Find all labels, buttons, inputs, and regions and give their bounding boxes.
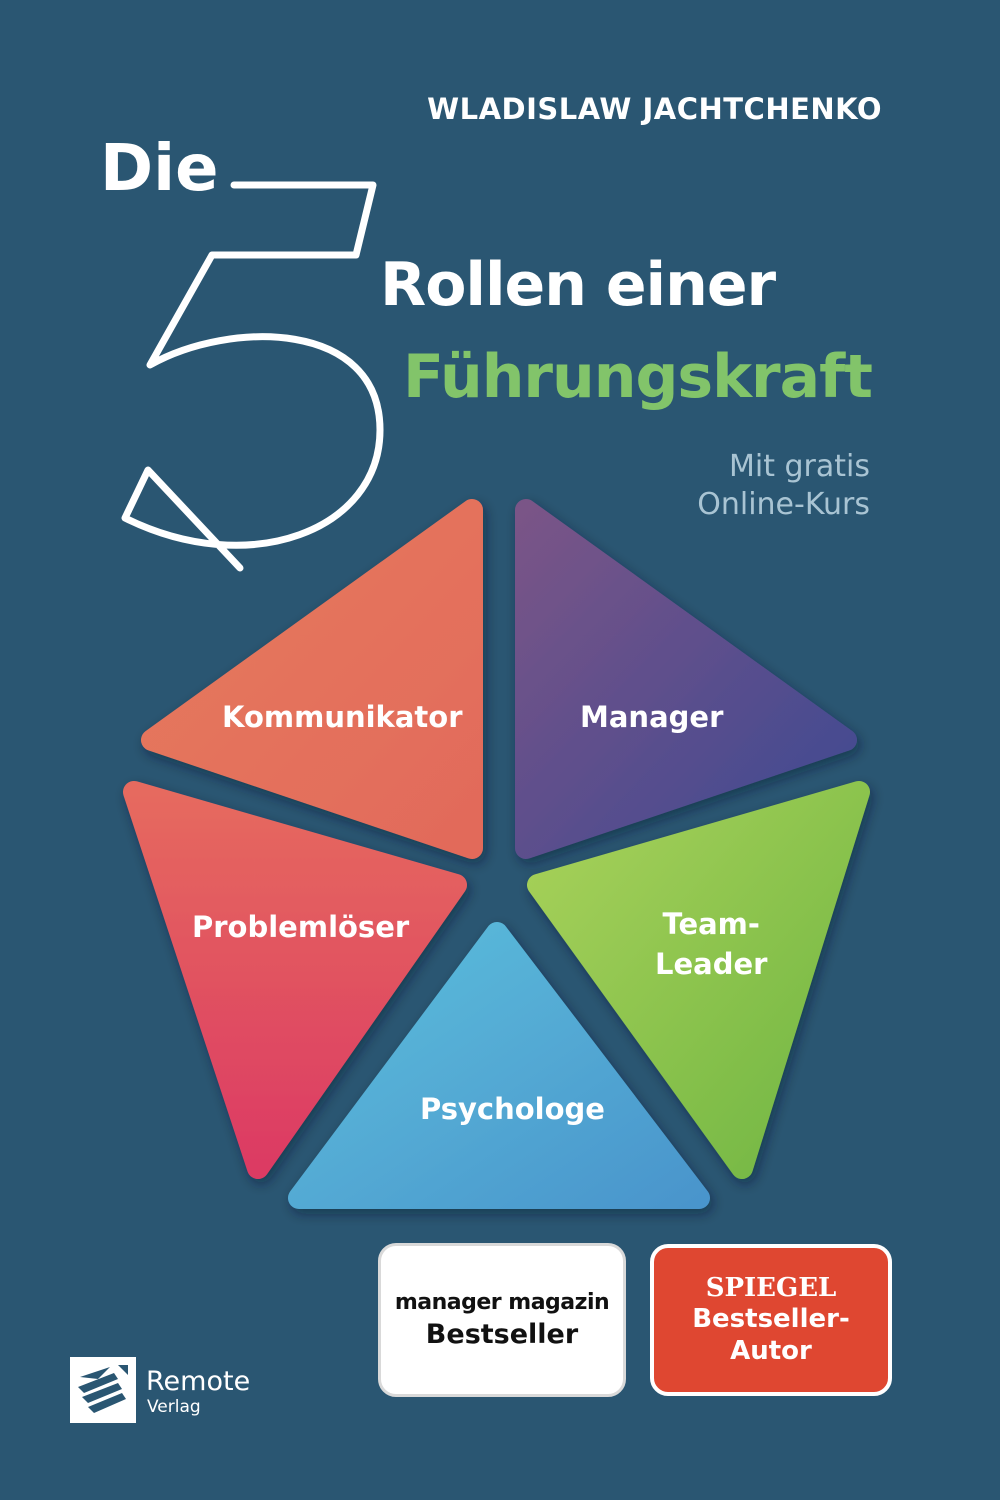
role-psychologe: Psychologe bbox=[420, 1092, 605, 1126]
role-team-leader-line-2: Leader bbox=[655, 947, 768, 981]
segment-problemloeser bbox=[123, 781, 467, 1179]
segment-manager bbox=[515, 499, 857, 859]
role-problemloeser: Problemlöser bbox=[192, 910, 410, 944]
role-team-leader: Team- Leader bbox=[655, 904, 767, 984]
title-line-fuehrungskraft: Führungskraft bbox=[403, 342, 873, 412]
subtitle-online-course: Mit gratis Online-Kurs bbox=[697, 448, 870, 524]
subtitle-line-1: Mit gratis bbox=[728, 449, 870, 484]
role-manager: Manager bbox=[580, 700, 724, 734]
role-team-leader-line-1: Team- bbox=[662, 907, 760, 941]
author-name: WLADISLAW JACHTCHENKO bbox=[427, 92, 882, 126]
spiegel-autor: Autor bbox=[730, 1336, 812, 1366]
remote-verlag-logo-icon bbox=[70, 1357, 136, 1423]
publisher-name: Remote bbox=[146, 1366, 251, 1397]
title-line-rollen: Rollen einer bbox=[380, 250, 776, 320]
publisher-sub: Verlag bbox=[147, 1397, 201, 1417]
manager-magazin-bestseller: Bestseller bbox=[425, 1319, 579, 1350]
segment-kommunikator bbox=[141, 499, 483, 859]
subtitle-line-2: Online-Kurs bbox=[697, 487, 870, 522]
title-die: Die bbox=[100, 132, 219, 206]
role-kommunikator: Kommunikator bbox=[222, 700, 463, 734]
spiegel-badge: SPIEGEL Bestseller- Autor bbox=[650, 1244, 892, 1396]
spiegel-label: SPIEGEL bbox=[705, 1273, 837, 1303]
manager-magazin-badge: manager magazin Bestseller bbox=[378, 1243, 626, 1397]
segment-psychologe bbox=[288, 922, 710, 1209]
manager-magazin-label: manager magazin bbox=[394, 1290, 610, 1315]
segment-team-leader bbox=[527, 781, 870, 1179]
spiegel-bestseller: Bestseller- bbox=[692, 1304, 850, 1334]
